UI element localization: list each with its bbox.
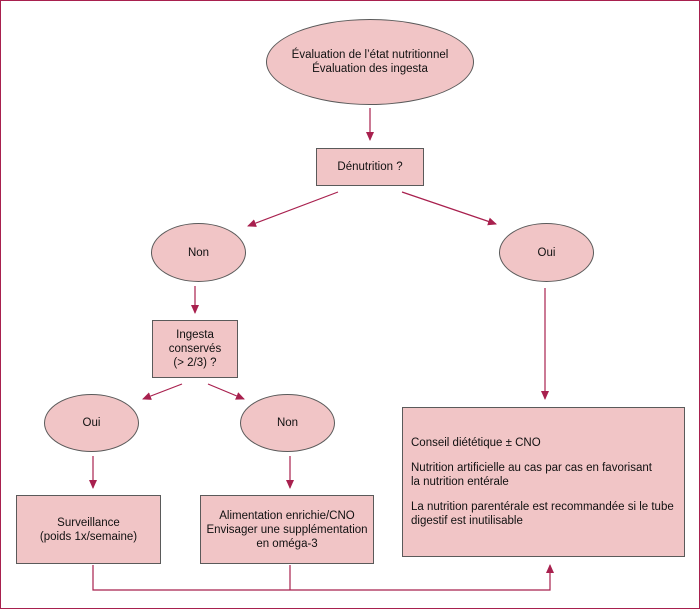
evaluation-node: Évaluation de l’état nutritionnel Évalua… — [266, 19, 474, 105]
non-left-label: Non — [276, 417, 299, 429]
ingesta-line-2: conservés — [168, 343, 222, 355]
evaluation-line-2: Évaluation des ingesta — [312, 63, 428, 75]
alimentation-line-2: Envisager une supplémentation — [206, 523, 368, 536]
conseil-p3-line-1: La nutrition parentérale est recommandée… — [411, 501, 674, 513]
conseil-node: Conseil diététique ± CNO Nutrition artif… — [402, 407, 685, 557]
ingesta-line-1: Ingesta — [176, 329, 214, 341]
denutrition-node: Dénutrition ? — [316, 148, 424, 186]
non-top-label: Non — [187, 246, 210, 259]
non-left-node: Non — [240, 394, 335, 452]
arrow-ingesta-to-non — [207, 383, 245, 400]
surveillance-line-2: (poids 1x/semaine) — [39, 530, 138, 543]
denutrition-label: Dénutrition ? — [337, 161, 403, 173]
oui-top-label: Oui — [537, 246, 556, 259]
ingesta-node: Ingesta conservés (> 2/3) ? — [152, 320, 238, 378]
surveillance-node: Surveillance (poids 1x/semaine) — [16, 495, 161, 564]
evaluation-line-1: Évaluation de l’état nutritionnel — [291, 49, 449, 61]
arrow-ingesta-to-oui — [142, 383, 183, 400]
conseil-paragraph-2: Nutrition artificielle au cas par cas en… — [411, 461, 652, 489]
oui-top-node: Oui — [499, 223, 594, 282]
conseil-p2-line-1: Nutrition artificielle au cas par cas en… — [411, 462, 652, 474]
ingesta-line-3: (> 2/3) ? — [173, 357, 217, 369]
arrow-denutrition-to-non — [247, 191, 339, 227]
conseil-paragraph-1: Conseil diététique ± CNO — [411, 436, 541, 450]
non-top-node: Non — [151, 223, 246, 282]
conseil-p3-line-2: digestif est inutilisable — [411, 515, 523, 527]
alimentation-line-1: Alimentation enrichie/CNO — [219, 509, 355, 522]
oui-left-label: Oui — [82, 417, 101, 429]
connector-bottom-to-conseil — [92, 564, 554, 591]
oui-left-node: Oui — [44, 394, 139, 452]
alimentation-node: Alimentation enrichie/CNO Envisager une … — [200, 495, 374, 564]
surveillance-line-1: Surveillance — [57, 516, 120, 529]
alimentation-line-3: en oméga-3 — [256, 537, 318, 550]
conseil-p2-line-2: la nutrition entérale — [411, 476, 509, 488]
conseil-paragraph-3: La nutrition parentérale est recommandée… — [411, 500, 674, 528]
conseil-p1: Conseil diététique ± CNO — [411, 437, 541, 449]
arrow-denutrition-to-oui — [401, 191, 497, 226]
